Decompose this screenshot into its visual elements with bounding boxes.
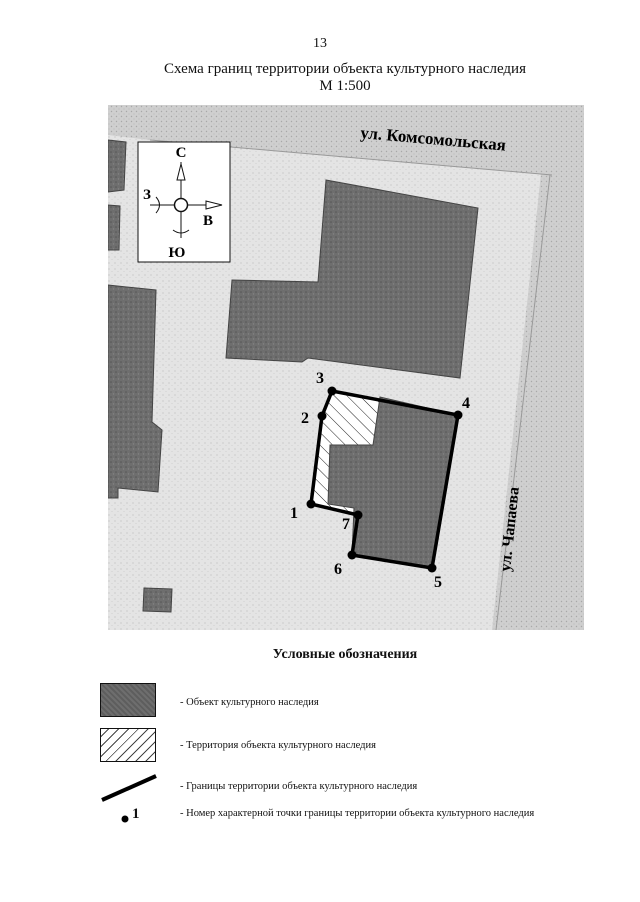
boundary-point-label-3: 3: [316, 370, 324, 387]
boundary-point-label-6: 6: [334, 561, 342, 578]
boundary-point-label-4: 4: [462, 395, 470, 412]
legend-label-point-number: - Номер характерной точки границы террит…: [180, 808, 535, 819]
boundary-point-5: [427, 563, 437, 573]
site-plan-map: С З В Ю ул. Комсомольская ул. Чапаева 1 …: [108, 105, 584, 630]
boundary-point-6: [347, 550, 357, 560]
boundary-point-2: [317, 411, 327, 421]
chapaeva-street-band: [492, 108, 584, 630]
compass-west-label: З: [143, 187, 151, 203]
neighbor-building: [108, 284, 163, 499]
map-scale: М 1:500: [319, 78, 371, 94]
compass-rose: [137, 141, 231, 263]
boundary-point-3: [327, 386, 337, 396]
legend-swatch-territory: [100, 728, 156, 762]
legend-label-heritage-object: - Объект культурного наследия: [180, 697, 319, 708]
komsomolskaya-street-band: [108, 105, 584, 175]
legend-point-dot-icon: [121, 815, 129, 823]
legend-point-symbol: 1: [132, 806, 140, 822]
boundary-point-4: [453, 410, 463, 420]
neighbor-building-large: [225, 179, 479, 379]
neighbor-building: [108, 139, 127, 193]
boundary-point-7: [353, 510, 363, 520]
boundary-point-label-2: 2: [301, 410, 309, 427]
boundary-point-label-5: 5: [434, 574, 442, 591]
compass-east-label: В: [203, 213, 213, 229]
page-number: 13: [313, 36, 327, 51]
compass-south-label: Ю: [169, 245, 186, 261]
boundary-point-1: [306, 499, 316, 509]
legend-swatch-boundary-line: [101, 774, 157, 802]
legend-swatch-heritage-object: [100, 683, 156, 717]
street-edge-line: [495, 174, 551, 630]
legend-title: Условные обозначения: [272, 647, 418, 662]
legend-label-territory: - Территория объекта культурного наследи…: [180, 740, 376, 751]
boundary-point-label-1: 1: [290, 505, 298, 522]
compass-north-label: С: [176, 145, 187, 161]
boundary-point-label-7: 7: [342, 516, 350, 533]
neighbor-building: [108, 204, 121, 251]
map-title: Схема границ территории объекта культурн…: [164, 61, 526, 77]
heritage-territory-boundary: [309, 389, 461, 571]
neighbor-building-small: [142, 587, 173, 613]
legend-label-boundary: - Границы территории объекта культурного…: [180, 781, 418, 792]
boundary-point-markers: [306, 386, 463, 573]
